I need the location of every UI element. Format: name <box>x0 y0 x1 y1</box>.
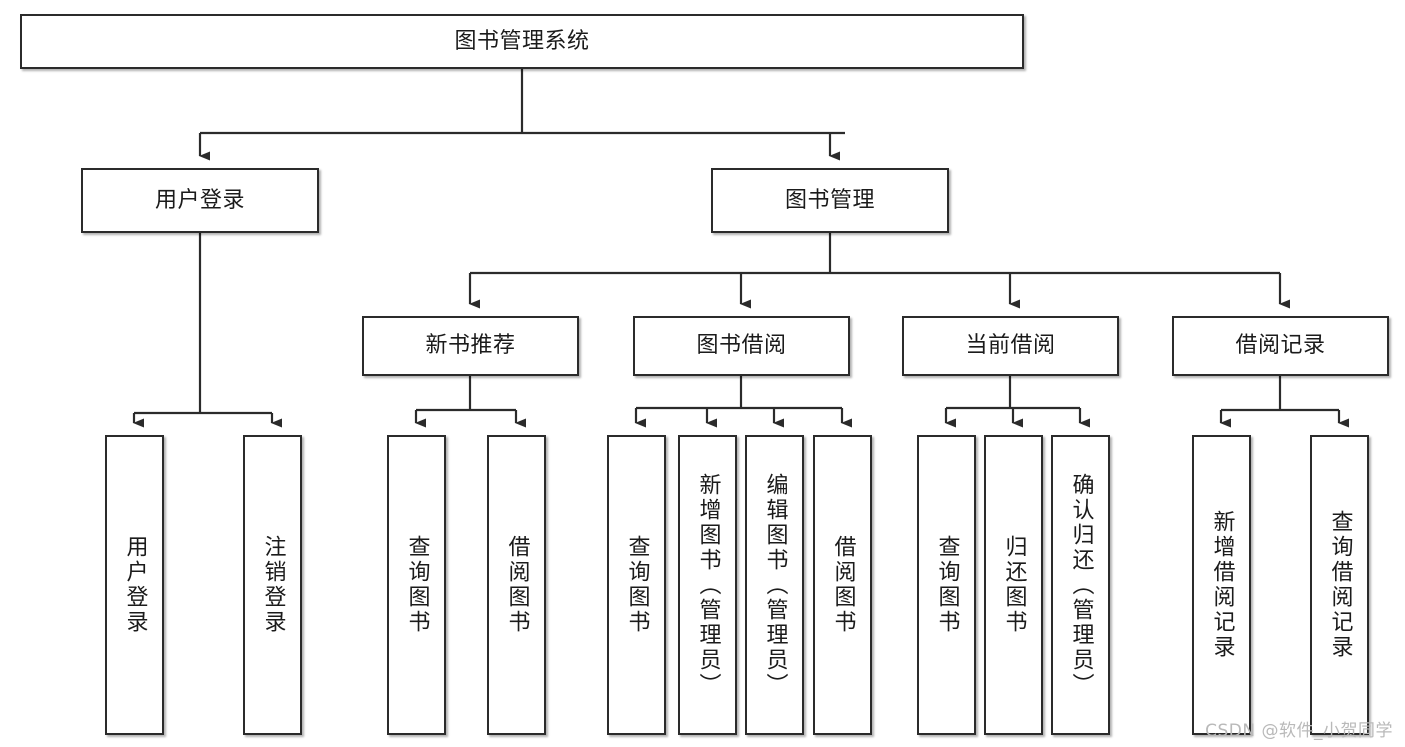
node-borrow-records-label: 借阅记录 <box>1235 333 1326 359</box>
leaf-node-label: 新增借阅记录 <box>1209 510 1235 660</box>
leaf-node[interactable]: 借阅图书 <box>813 435 872 735</box>
leaf-node[interactable]: 借阅图书 <box>487 435 546 735</box>
node-root-label: 图书管理系统 <box>454 28 590 54</box>
leaf-node-label: 查询图书 <box>404 535 430 635</box>
leaf-node[interactable]: 查询图书 <box>387 435 446 735</box>
leaf-node-label: 查询图书 <box>934 535 960 635</box>
leaf-node-label: 新增图书（管理员） <box>695 472 721 698</box>
node-book-borrow[interactable]: 图书借阅 <box>633 316 850 376</box>
leaf-node[interactable]: 归还图书 <box>984 435 1043 735</box>
leaf-node[interactable]: 用户登录 <box>105 435 164 735</box>
leaf-node-label: 借阅图书 <box>830 535 856 635</box>
leaf-node-label: 借阅图书 <box>504 535 530 635</box>
leaf-node[interactable]: 查询借阅记录 <box>1310 435 1369 735</box>
node-current-borrow-label: 当前借阅 <box>965 333 1056 359</box>
node-borrow-records[interactable]: 借阅记录 <box>1172 316 1389 376</box>
leaf-node[interactable]: 编辑图书（管理员） <box>745 435 804 735</box>
node-user-login-label: 用户登录 <box>154 187 245 213</box>
leaf-node-label: 查询图书 <box>624 535 650 635</box>
node-book-borrow-label: 图书借阅 <box>696 333 787 359</box>
leaf-node[interactable]: 确认归还（管理员） <box>1051 435 1110 735</box>
node-book-management-label: 图书管理 <box>784 187 875 213</box>
leaf-node-label: 编辑图书（管理员） <box>762 472 788 698</box>
leaf-node-label: 用户登录 <box>122 535 148 635</box>
node-new-book-recommend-label: 新书推荐 <box>425 333 516 359</box>
leaf-node-label: 注销登录 <box>260 535 286 635</box>
leaf-node-label: 确认归还（管理员） <box>1068 472 1094 698</box>
leaf-node[interactable]: 查询图书 <box>607 435 666 735</box>
leaf-node[interactable]: 新增图书（管理员） <box>678 435 737 735</box>
node-new-book-recommend[interactable]: 新书推荐 <box>362 316 579 376</box>
csdn-watermark: CSDN @软件_小贺同学 <box>1205 721 1393 741</box>
leaf-node[interactable]: 新增借阅记录 <box>1192 435 1251 735</box>
node-book-management[interactable]: 图书管理 <box>711 168 949 233</box>
leaf-node[interactable]: 注销登录 <box>243 435 302 735</box>
leaf-node[interactable]: 查询图书 <box>917 435 976 735</box>
node-root[interactable]: 图书管理系统 <box>20 14 1024 69</box>
leaf-node-label: 查询借阅记录 <box>1327 510 1353 660</box>
node-current-borrow[interactable]: 当前借阅 <box>902 316 1119 376</box>
node-user-login[interactable]: 用户登录 <box>81 168 319 233</box>
leaf-node-label: 归还图书 <box>1001 535 1027 635</box>
